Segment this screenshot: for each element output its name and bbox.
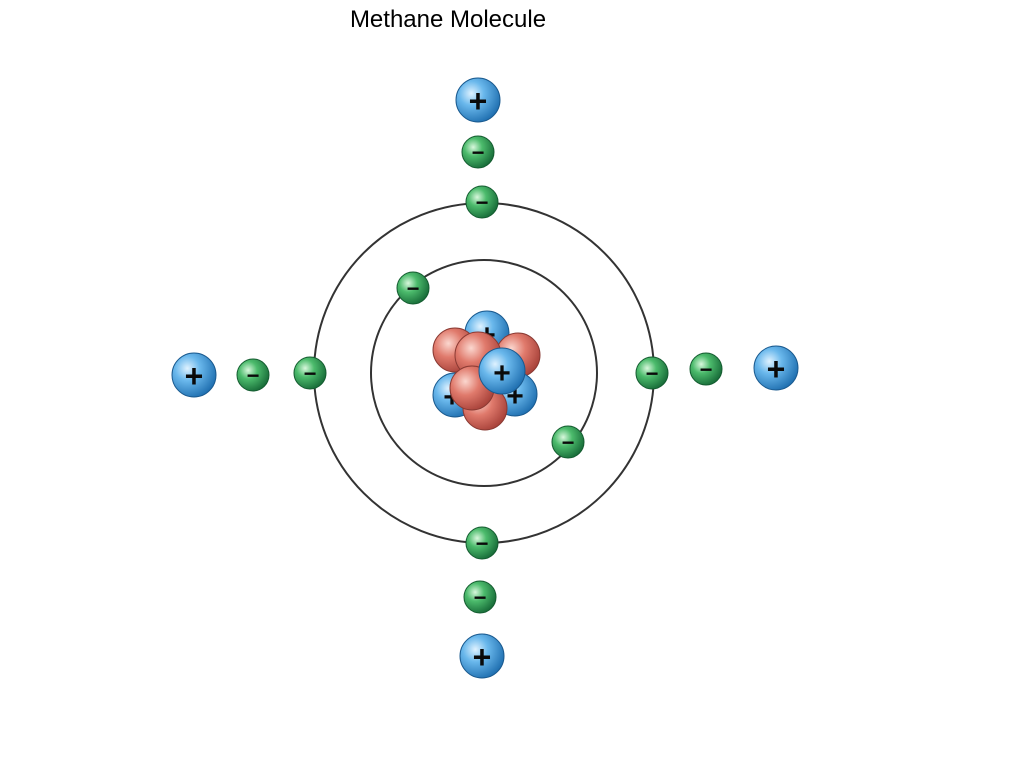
svg-text:+: + xyxy=(493,357,511,390)
svg-text:−: − xyxy=(646,361,659,386)
proton: + xyxy=(171,352,217,398)
proton: + xyxy=(753,345,799,391)
electron: − xyxy=(461,135,495,169)
carbon-nucleus: + + + xyxy=(432,310,541,431)
electron: − xyxy=(293,356,327,390)
svg-text:−: − xyxy=(247,363,260,388)
electron: − xyxy=(463,580,497,614)
proton: + xyxy=(459,633,505,679)
electron: − xyxy=(465,526,499,560)
svg-text:−: − xyxy=(476,531,489,556)
electron: − xyxy=(635,356,669,390)
svg-text:−: − xyxy=(562,430,575,455)
inner-shell xyxy=(370,259,598,487)
page-title: Methane Molecule xyxy=(349,6,547,33)
electron: − xyxy=(689,352,723,386)
svg-text:−: − xyxy=(304,361,317,386)
svg-text:+: + xyxy=(473,639,492,675)
svg-text:−: − xyxy=(407,276,420,301)
svg-text:−: − xyxy=(474,585,487,610)
svg-text:−: − xyxy=(476,190,489,215)
hydrogen-atom-left: − + xyxy=(171,352,270,398)
electron: − xyxy=(236,358,270,392)
svg-text:−: − xyxy=(472,140,485,165)
proton: + xyxy=(478,347,526,395)
electron: − xyxy=(396,271,430,305)
electron: − xyxy=(551,425,585,459)
hydrogen-atom-top: − + xyxy=(455,77,501,169)
svg-text:+: + xyxy=(469,83,488,119)
electron: − xyxy=(465,185,499,219)
hydrogen-atom-bottom: − + xyxy=(459,580,505,679)
svg-text:+: + xyxy=(185,358,204,394)
hydrogen-atom-right: − + xyxy=(689,345,799,391)
svg-text:−: − xyxy=(700,357,713,382)
proton: + xyxy=(455,77,501,123)
svg-text:+: + xyxy=(767,351,786,387)
